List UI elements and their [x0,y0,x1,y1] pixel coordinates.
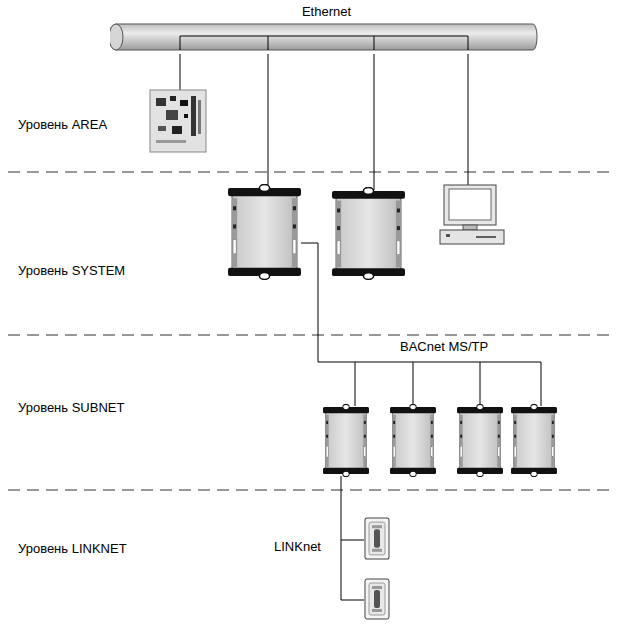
level-name: Уровень AREA [16,117,109,133]
network-wire [180,54,541,600]
workstation-pc [440,185,504,244]
level-name: Уровень SUBNET [16,400,126,416]
bus-name: BACnet MS/TP [398,339,490,355]
area-controller [150,90,206,152]
subnet-controller [323,404,369,476]
subnet-controller [511,404,557,476]
room-sensor [365,518,389,559]
network-bus: Ethernet [110,4,543,52]
system-controller [332,187,405,279]
level-name: Уровень LINKNET [16,541,129,557]
level-name: Уровень SYSTEM [16,263,127,279]
bus-name: Ethernet [110,4,543,20]
level-separator [8,172,615,490]
room-sensor [365,579,389,619]
subnet-controller [457,404,503,476]
system-controller [228,185,301,280]
bus-name: LINKnet [272,539,323,555]
subnet-controller [390,404,436,476]
